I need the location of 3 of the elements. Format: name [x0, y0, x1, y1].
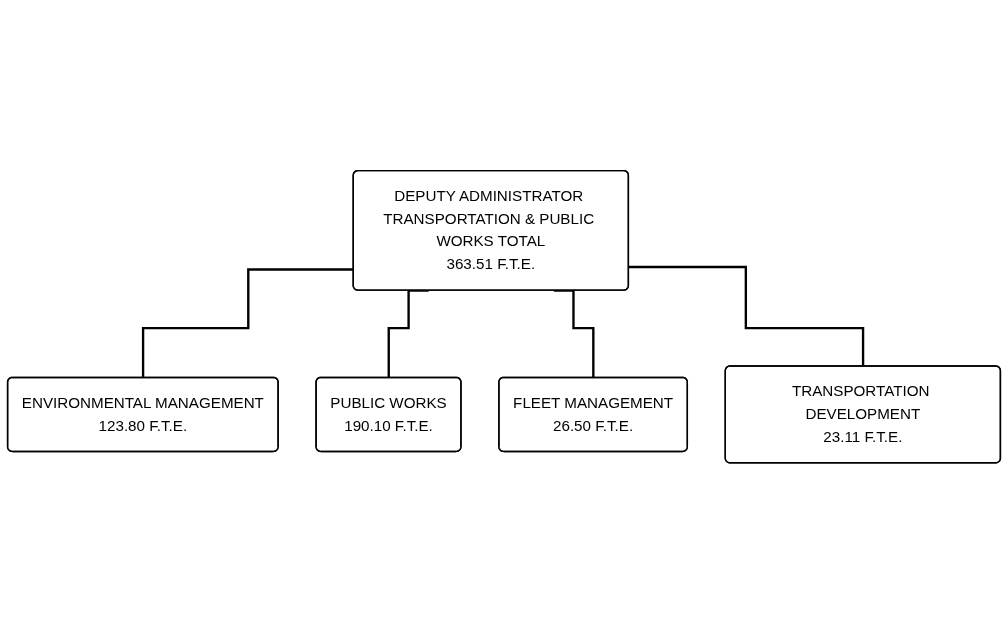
connector	[387, 289, 429, 379]
connector	[553, 289, 595, 379]
connector	[141, 268, 354, 379]
